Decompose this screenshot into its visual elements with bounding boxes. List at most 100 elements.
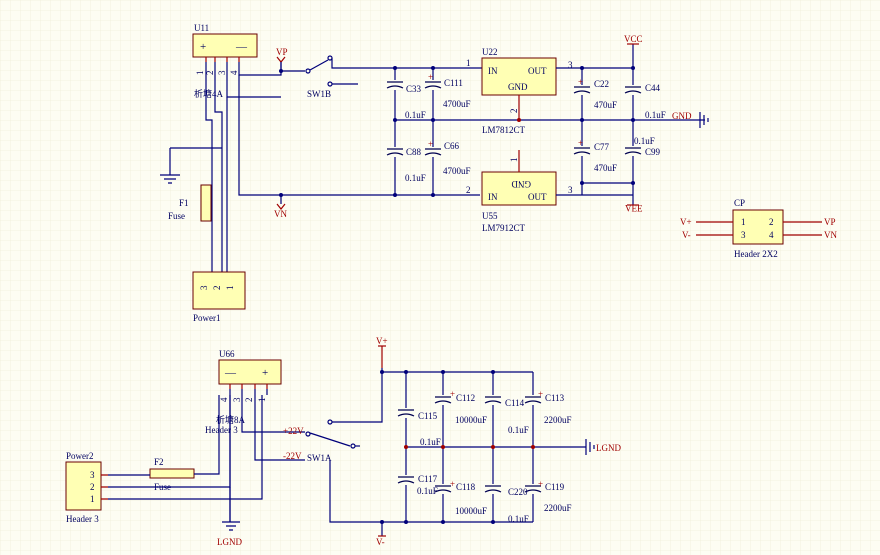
net-label-vp: VP — [276, 47, 288, 57]
c117-label: C117 — [418, 474, 438, 484]
c111-label: C111 — [444, 78, 463, 88]
capacitor-c118[interactable]: + — [434, 479, 455, 494]
net-label-gnd: GND — [672, 111, 692, 121]
net-label-vcc: VCC — [624, 34, 643, 44]
net-label-lgnd-bottom: LGND — [217, 537, 242, 547]
capacitor-c112[interactable]: + — [434, 389, 455, 405]
svg-text:+: + — [428, 139, 433, 149]
u11-pin-minus: — — [235, 41, 248, 53]
c115-value: 0.1uF — [420, 437, 441, 447]
u66-pin-minus: — — [224, 367, 237, 379]
u55-pin-out: OUT — [528, 192, 547, 202]
sw1a-label: SW1A — [307, 453, 332, 463]
cp-pin4: 4 — [769, 230, 774, 240]
capacitor-c119[interactable]: + — [524, 479, 543, 494]
u66-pin4: 4 — [219, 397, 229, 402]
u66-pin3: 3 — [232, 397, 242, 402]
u66-designator: U66 — [219, 349, 235, 359]
ground-symbol-lgnd-right — [580, 439, 595, 455]
connector-power1[interactable] — [192, 271, 246, 310]
cp-pin1: 1 — [741, 217, 746, 227]
fuse-f2[interactable] — [149, 468, 195, 479]
power1-pin2: 2 — [212, 286, 222, 291]
power2-description: Header 3 — [66, 514, 99, 524]
c118-label: C118 — [456, 482, 476, 492]
svg-text:+: + — [578, 77, 583, 87]
c112-label: C112 — [456, 393, 475, 403]
c119-label: C119 — [545, 482, 565, 492]
c119-value: 2200uF — [544, 503, 572, 513]
c112-value: 10000uF — [455, 415, 487, 425]
u55-pin-in: IN — [488, 192, 498, 202]
c111-value: 4700uF — [443, 99, 471, 109]
power2-pin1: 1 — [90, 494, 95, 504]
u66-pin-plus: + — [262, 367, 268, 379]
u11-connector[interactable]: + — — [192, 33, 258, 58]
capacitor-c66[interactable]: + — [424, 139, 442, 157]
net-label-lgnd-right: LGND — [596, 443, 621, 453]
power1-pin3: 3 — [199, 285, 209, 290]
u66-description-1: 析塘8A — [216, 414, 246, 425]
capacitor-c88[interactable] — [386, 147, 404, 157]
f2-designator: F2 — [154, 457, 164, 467]
net-label-cp-vp: VP — [824, 217, 836, 227]
c66-label: C66 — [444, 141, 460, 151]
capacitor-c44[interactable] — [624, 85, 642, 95]
capacitor-c220[interactable] — [484, 484, 502, 494]
ground-symbol-lgnd-bottom — [222, 521, 240, 531]
c99-label: C99 — [645, 147, 661, 157]
capacitor-c117[interactable] — [397, 475, 415, 485]
capacitor-c99[interactable] — [624, 146, 642, 156]
u55-designator: U55 — [482, 211, 498, 221]
f1-description: Fuse — [168, 211, 185, 221]
cp-description: Header 2X2 — [734, 249, 778, 259]
cp-pin3: 3 — [741, 230, 746, 240]
svg-text:+: + — [538, 389, 543, 399]
capacitor-c33[interactable] — [386, 80, 404, 90]
u55-description: LM7912CT — [482, 223, 526, 233]
c114-label: C114 — [505, 398, 525, 408]
capacitor-c113[interactable]: + — [524, 389, 543, 405]
power2-designator: Power2 — [66, 451, 94, 461]
power2-pin2: 2 — [90, 482, 95, 492]
svg-text:1: 1 — [195, 71, 205, 76]
net-label-vplus: V+ — [376, 336, 388, 346]
c113-value: 2200uF — [544, 415, 572, 425]
svg-text:3: 3 — [217, 70, 227, 75]
c44-label: C44 — [645, 83, 661, 93]
c88-label: C88 — [406, 147, 422, 157]
connector-power2[interactable] — [65, 461, 102, 511]
u66-connector[interactable] — [218, 359, 282, 385]
capacitor-c115[interactable] — [397, 408, 415, 418]
ground-symbol-left — [160, 174, 180, 184]
c22-label: C22 — [594, 79, 609, 89]
c88-value: 0.1uF — [405, 173, 426, 183]
f1-designator: F1 — [179, 198, 189, 208]
net-label-vn: VN — [274, 209, 287, 219]
net-label-cp-vplus: V+ — [680, 217, 692, 227]
net-label-plus22v: +22V — [283, 426, 304, 436]
net-label-vee: VEE — [625, 203, 643, 213]
c114-value: 0.1uF — [508, 425, 529, 435]
capacitor-c77[interactable]: + — [573, 138, 591, 156]
u66-pin2: 2 — [244, 398, 254, 403]
u22-designator: U22 — [482, 47, 498, 57]
c117-value: 0.1uF — [417, 486, 438, 496]
c22-value: 470uF — [594, 100, 617, 110]
c115-label: C115 — [418, 411, 438, 421]
svg-text:+: + — [538, 479, 543, 489]
u22-pin1-num: 1 — [466, 58, 471, 68]
capacitor-c114[interactable] — [484, 395, 502, 405]
svg-text:+: + — [450, 479, 455, 489]
u22-description: LM7812CT — [482, 125, 526, 135]
c77-label: C77 — [594, 142, 610, 152]
capacitor-c111[interactable]: + — [424, 72, 442, 90]
header-cp[interactable] — [732, 209, 784, 245]
svg-text:4: 4 — [229, 70, 239, 75]
c33-value: 0.1uF — [405, 110, 426, 120]
ground-symbol-top-right — [699, 112, 709, 128]
u11-pin-numbers: 1 2 3 4 — [195, 70, 239, 75]
capacitor-c22[interactable]: + — [573, 77, 591, 95]
fuse-f1[interactable] — [200, 184, 212, 222]
u55-pin3-num: 3 — [568, 185, 573, 195]
